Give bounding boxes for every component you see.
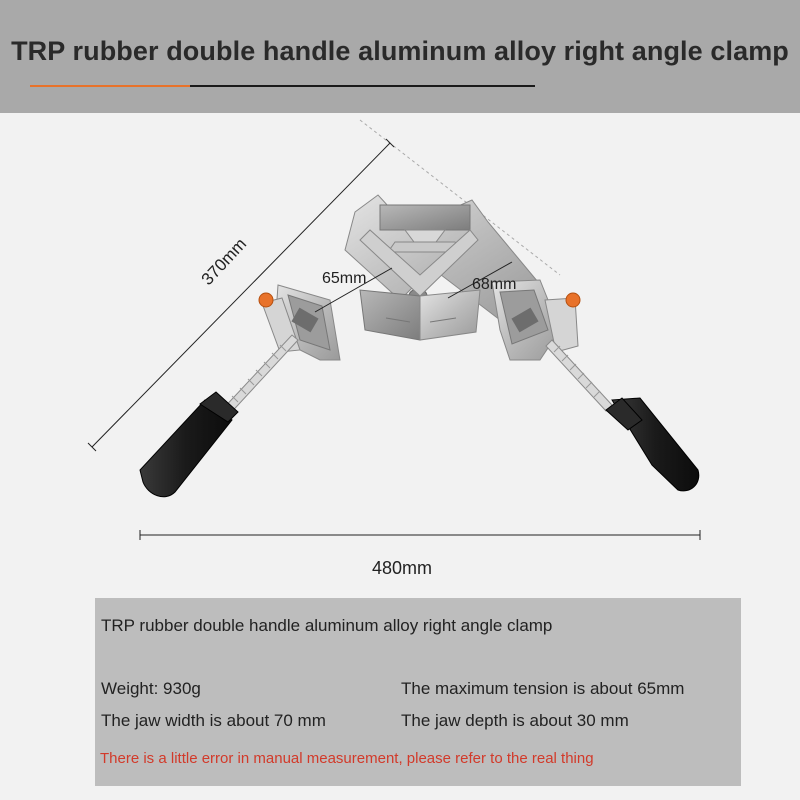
- left-screw: [219, 334, 299, 419]
- dimension-label-width: 480mm: [372, 558, 433, 578]
- spec-weight: Weight: 930g: [101, 679, 201, 698]
- jaw-measure-left: [314, 267, 393, 313]
- right-screw: [545, 339, 613, 412]
- title-underline: [190, 85, 535, 87]
- dimension-line-370: [87, 138, 395, 452]
- spec-jaw-depth: The jaw depth is about 30 mm: [401, 711, 629, 730]
- left-jaw: [258, 284, 341, 361]
- dimension-label-left-jaw: 65mm: [322, 270, 367, 287]
- clamp-illustration: [87, 119, 701, 540]
- page-title: TRP rubber double handle aluminum alloy …: [11, 36, 789, 66]
- right-jaw: [491, 279, 581, 361]
- right-handle: [605, 397, 700, 492]
- dimension-line-480: [139, 530, 701, 540]
- spec-panel: TRP rubber double handle aluminum alloy …: [95, 598, 741, 786]
- spec-title: TRP rubber double handle aluminum alloy …: [101, 616, 553, 635]
- header-banner: TRP rubber double handle aluminum alloy …: [0, 0, 800, 113]
- left-handle: [139, 391, 239, 498]
- spec-jaw-width: The jaw width is about 70 mm: [101, 711, 326, 730]
- measurement-note: There is a little error in manual measur…: [100, 750, 594, 767]
- title-underline-accent: [30, 85, 190, 87]
- dimension-label-right-jaw: 68mm: [472, 276, 517, 293]
- spec-max-tension: The maximum tension is about 65mm: [401, 679, 685, 698]
- clamp-body: [344, 194, 539, 341]
- jaw-measure-right: [447, 261, 513, 299]
